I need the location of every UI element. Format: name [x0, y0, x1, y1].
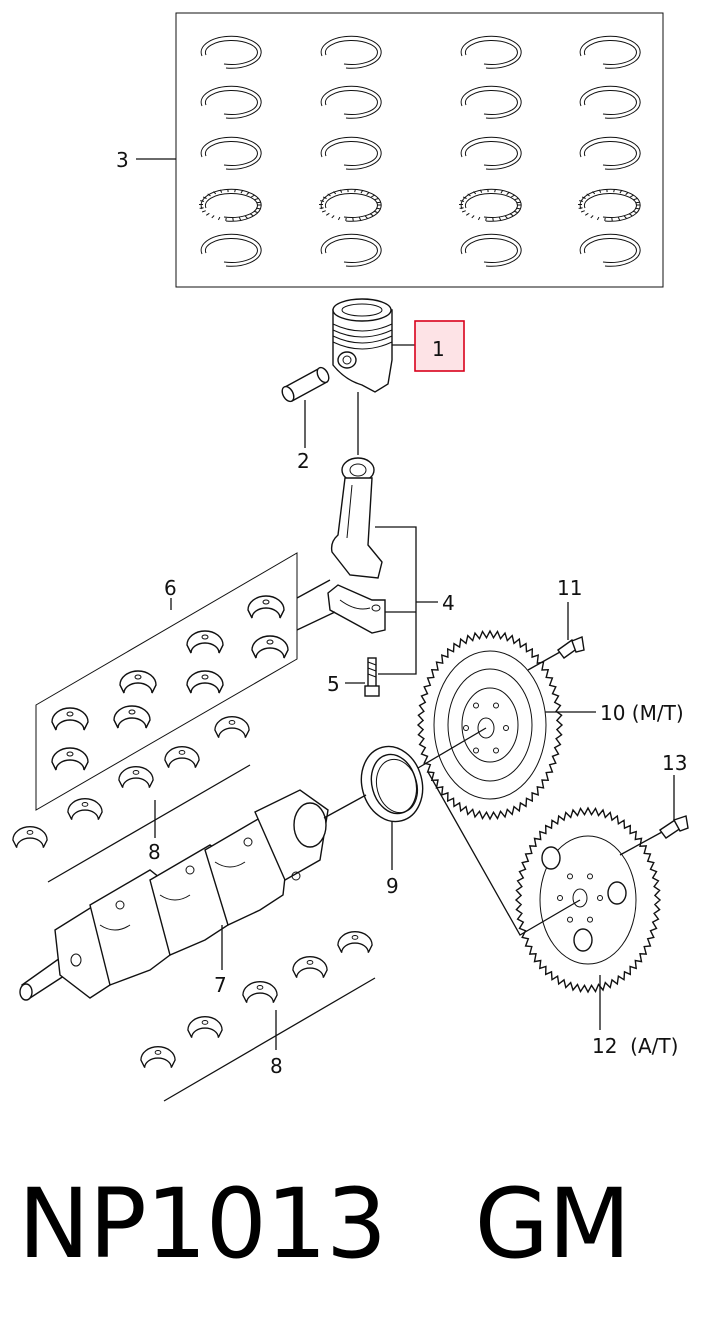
bearing-shell: [118, 766, 154, 788]
bearing-shell: [337, 931, 373, 953]
bearing-shell: [164, 746, 200, 768]
piston-ring: [460, 35, 522, 69]
bolt-hole: [597, 895, 603, 901]
bolt-hole: [567, 916, 573, 923]
callout-3[interactable]: 3: [116, 148, 129, 172]
piston-ring: [320, 233, 382, 267]
piston-ring: [460, 233, 522, 267]
bearing-shell: [242, 981, 278, 1003]
bearing-shell: [214, 716, 250, 738]
callout-1[interactable]: 1: [432, 337, 445, 361]
bearing-shell: [292, 956, 328, 978]
piston-ring: [579, 85, 641, 119]
callout-4[interactable]: 4: [442, 591, 455, 615]
bolt-hole: [587, 873, 593, 880]
piston-ring: [199, 188, 262, 222]
crankshaft: [19, 789, 329, 1001]
main-bearing-lower: [140, 931, 376, 1102]
callout-6[interactable]: 6: [164, 576, 177, 600]
piston-ring: [579, 136, 641, 170]
bearing-shell: [67, 798, 103, 820]
flexplate-at: [514, 806, 662, 994]
bolt-hole: [473, 747, 479, 754]
piston: [332, 298, 393, 393]
callout-8-upper[interactable]: 8: [148, 840, 161, 864]
rod-bearing-set: [35, 552, 298, 811]
callout-1-highlight: [414, 320, 465, 372]
rod-bolt: [364, 657, 380, 697]
piston-ring: [200, 233, 262, 267]
piston-ring: [459, 188, 522, 222]
callout-12[interactable]: 12 (A/T): [592, 1034, 678, 1058]
callout-7[interactable]: 7: [214, 973, 227, 997]
callout-10[interactable]: 10 (M/T): [600, 701, 684, 725]
bearing-shell: [113, 705, 151, 729]
piston-ring: [579, 233, 641, 267]
piston-ring: [460, 85, 522, 119]
bolt-hole: [463, 725, 469, 731]
piston-ring: [200, 136, 262, 170]
piston-ring: [460, 136, 522, 170]
callout-8-lower[interactable]: 8: [270, 1054, 283, 1078]
piston-pin: [281, 366, 330, 403]
piston-ring: [320, 136, 382, 170]
piston-ring: [319, 188, 382, 222]
bearing-shell: [140, 1046, 176, 1068]
flywheel-bolt: [557, 636, 585, 659]
bolt-hole: [503, 725, 509, 731]
flexplate-bolt: [658, 815, 689, 839]
leader-lines: [136, 158, 675, 1050]
callout-labels: 1 2 3 4 5 6 7 8 8 9 10 (M/T) 11 12 (A/T)…: [116, 148, 687, 1078]
bearing-shell: [119, 670, 157, 694]
main-bearing-upper: [12, 716, 251, 883]
flywheel-mt: [416, 629, 564, 821]
callout-13[interactable]: 13: [662, 751, 687, 775]
bearing-shell: [51, 747, 89, 771]
piston-ring: [200, 35, 262, 69]
bearing-shell: [12, 826, 48, 848]
piston-ring: [320, 85, 382, 119]
bearing-shell: [251, 635, 289, 659]
piston-ring: [320, 35, 382, 69]
oil-seal: [360, 745, 424, 823]
piston-ring: [200, 85, 262, 119]
bolt-hole: [557, 895, 563, 901]
bearing-shell: [186, 670, 224, 694]
piston-ring: [579, 35, 641, 69]
connecting-rod: [327, 457, 386, 634]
bolt-hole: [567, 873, 573, 880]
bolt-hole: [493, 747, 499, 754]
bolt-hole: [587, 916, 593, 923]
bearing-shell: [187, 1016, 223, 1038]
callout-5[interactable]: 5: [327, 672, 340, 696]
part-code: NP1013 GM: [18, 1168, 631, 1280]
bearing-shell: [51, 707, 89, 731]
piston-ring-set: [175, 12, 664, 288]
piston-ring: [578, 188, 641, 222]
callout-9[interactable]: 9: [386, 874, 399, 898]
bolt-hole: [493, 702, 499, 709]
callout-2[interactable]: 2: [297, 449, 310, 473]
bearing-shell: [186, 630, 224, 654]
bolt-hole: [473, 702, 479, 709]
exploded-parts-diagram: 1 2 3 4 5 6 7 8 8 9 10 (M/T) 11 12 (A/T)…: [12, 12, 689, 1102]
bearing-shell: [247, 595, 285, 619]
callout-11[interactable]: 11: [557, 576, 582, 600]
